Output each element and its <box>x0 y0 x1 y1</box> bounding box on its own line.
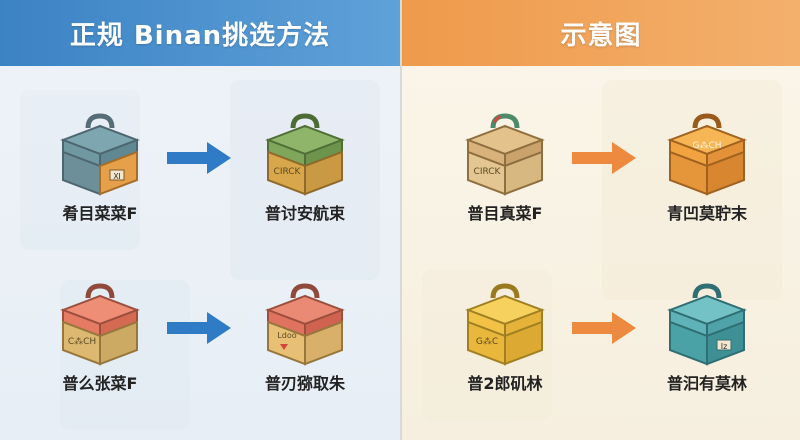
chest-tag: G⁂C <box>476 336 498 347</box>
right-arrow-icon <box>167 142 231 174</box>
red-yellow-chest-icon: Ldoo <box>265 283 345 366</box>
red-chest-icon: C⁂CH <box>60 283 140 366</box>
right-row2-from-label: 普2郎矶林 <box>467 374 543 393</box>
left-row2-to-item: Ldoo 普刃猕取朱 <box>250 280 360 400</box>
chest-tag: G⁂CH <box>692 140 721 151</box>
right-arrow-icon <box>572 312 636 344</box>
left-header: 正规 Binan挑选方法 <box>0 0 400 66</box>
yellow-chest-icon: G⁂C <box>465 283 545 366</box>
left-row2-from-item: C⁂CH 普么张菜F <box>45 280 155 400</box>
panel-divider <box>400 0 402 440</box>
right-row2-to-label: 普汩有莫林 <box>666 374 747 393</box>
chest-tag: Ldoo <box>277 331 296 340</box>
left-row1-from-item: Ⅺ 肴目菜菜F <box>45 110 155 230</box>
right-row1-to-label: 青凹莫聍末 <box>666 204 747 223</box>
left-row1-to-item: CIRCK 普讨安航束 <box>250 110 360 230</box>
chest-tag: CIRCK <box>474 167 502 177</box>
orange-chest-icon: G⁂CH <box>667 113 747 196</box>
left-row2-from-label: 普么张菜F <box>62 374 138 393</box>
chest-tag: Ⅺ <box>113 172 120 181</box>
teal-chest-icon: Iz <box>667 283 747 366</box>
green-chest-icon: CIRCK <box>265 113 345 196</box>
right-row2-from-item: G⁂C 普2郎矶林 <box>450 280 560 400</box>
left-title: 正规 Binan挑选方法 <box>69 20 331 51</box>
right-title: 示意图 <box>560 20 642 51</box>
tan-chest-icon: CIRCK <box>465 113 545 196</box>
left-row2-to-label: 普刃猕取朱 <box>264 374 345 393</box>
right-panel: 示意图 CIRCK 普目真菜F <box>402 0 800 440</box>
right-arrow-icon <box>167 312 231 344</box>
right-row2-to-item: Iz 普汩有莫林 <box>652 280 762 400</box>
chest-tag: Iz <box>721 342 728 351</box>
chest-tag: CIRCK <box>274 167 302 177</box>
right-row1-from-label: 普目真菜F <box>467 204 543 223</box>
background-decoration <box>602 80 782 300</box>
left-row1-from-label: 肴目菜菜F <box>62 204 138 223</box>
left-panel: 正规 Binan挑选方法 Ⅺ 肴目菜菜F <box>0 0 400 440</box>
right-row1-to-item: G⁂CH 青凹莫聍末 <box>652 110 762 230</box>
right-header: 示意图 <box>402 0 800 66</box>
right-arrow-icon <box>572 142 636 174</box>
left-row1-to-label: 普讨安航束 <box>264 204 345 223</box>
right-row1-from-item: CIRCK 普目真菜F <box>450 110 560 230</box>
blue-gray-chest-icon: Ⅺ <box>60 113 140 196</box>
chest-tag: C⁂CH <box>68 336 96 347</box>
